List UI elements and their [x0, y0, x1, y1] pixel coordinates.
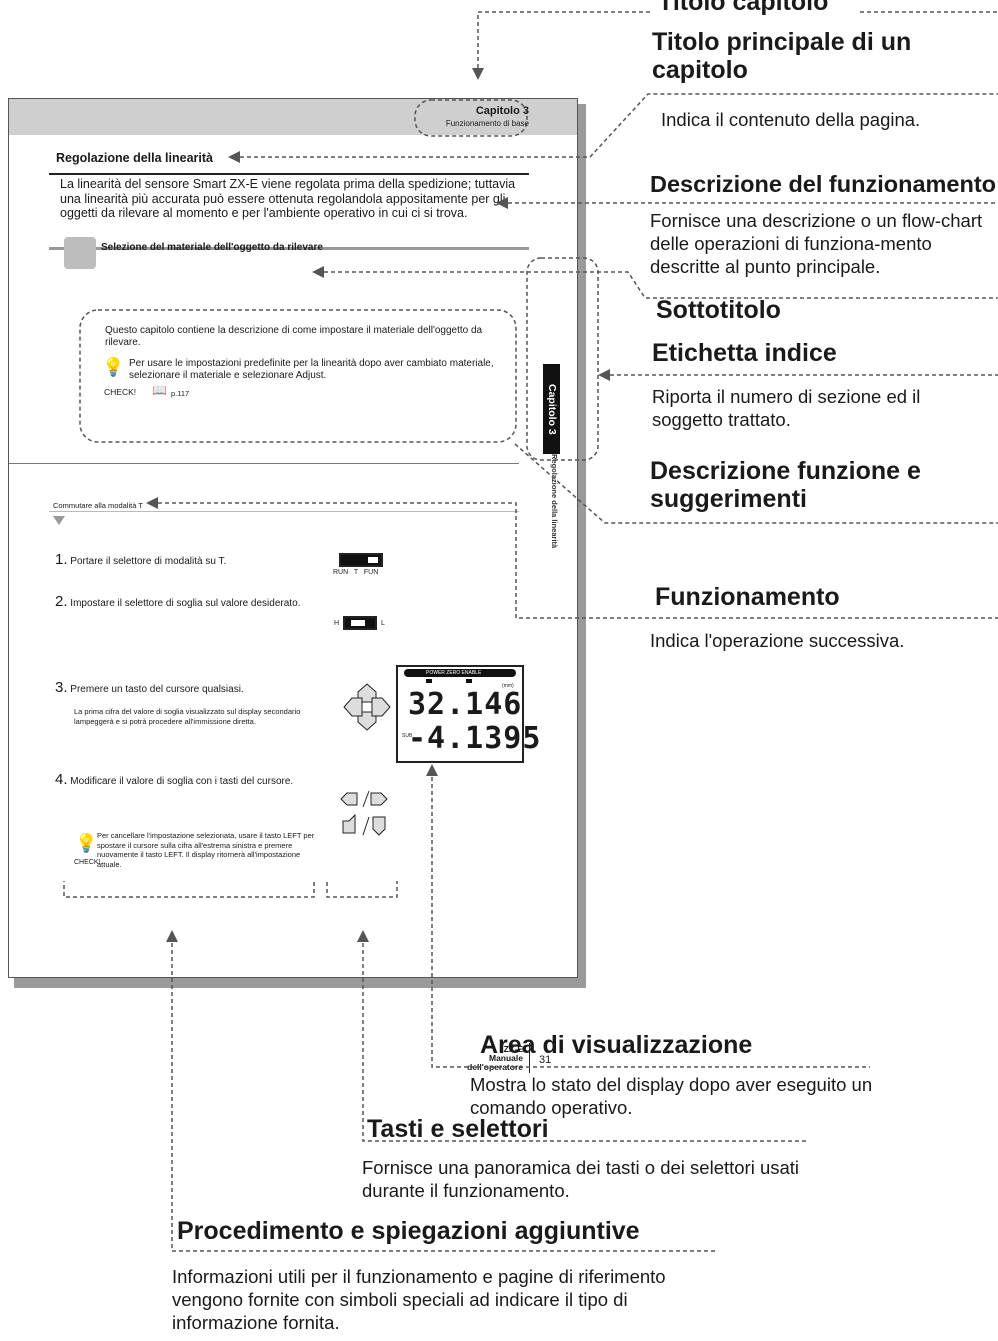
footer-operator: dell'operatore — [467, 1062, 523, 1072]
chapter-number: Capitolo 3 — [475, 105, 529, 117]
annotation-main-title-desc: Indica il contenuto della pagina. — [661, 109, 921, 130]
subtitle: Selezione del materiale dell'oggetto da … — [101, 242, 323, 253]
annotation-index-label-desc: Riporta il numero di sezione ed il sogge… — [652, 386, 921, 430]
threshold-switch-icon — [343, 616, 377, 630]
footer-manual: Manuale — [488, 1053, 523, 1063]
annotation-keys-desc: Fornisce una panoramica dei tasti o dei … — [362, 1157, 800, 1201]
chapter-name: Funzionamento di base — [445, 119, 529, 128]
step-4-number: 4. — [55, 771, 68, 788]
step-1-text: Portare il selettore di modalità su T. — [70, 556, 227, 567]
annotation-keys: Tasti e selettori — [367, 1115, 549, 1143]
left-right-keys-icon — [340, 790, 388, 836]
lcd-indicator — [466, 679, 472, 683]
lightbulb-icon: 💡 — [75, 833, 98, 853]
check-label: CHECK! — [104, 387, 137, 397]
triangle-down-icon — [53, 516, 65, 525]
lightbulb-icon: 💡 — [102, 357, 125, 377]
annotation-main-title: Titolo principale di un capitolo — [652, 28, 912, 84]
operation-rule — [49, 511, 519, 512]
lcd-status-bar: POWER ZERO ENABLE — [404, 669, 516, 677]
tip-text: Questo capitolo contiene la descrizione … — [105, 325, 483, 348]
annotation-subtitle: Sottotitolo — [656, 296, 781, 324]
step-3-text: Premere un tasto del cursore qualsiasi. — [70, 684, 244, 695]
annotation-function-desc: Descrizione del funzionamento — [650, 171, 997, 197]
tab-callout-outline — [526, 257, 599, 461]
annotation-function-desc-text: Fornisce una descrizione o un flow-chart… — [650, 210, 983, 277]
index-tab-subject: Regolazione della linearità — [550, 454, 559, 549]
footer-divider — [529, 1043, 530, 1073]
intro-rule — [49, 247, 529, 250]
annotation-tips: Descrizione funzione e suggerimenti — [650, 457, 921, 513]
lcd-main-value: 32.146 — [408, 687, 523, 722]
cursor-keys-icon — [343, 683, 391, 731]
annotation-procedure-desc: Informazioni utili per il funzionamento … — [172, 1266, 666, 1333]
step-2-text: Impostare il selettore di soglia sul val… — [70, 598, 301, 609]
step-3-number: 3. — [55, 679, 68, 696]
page-header-band — [9, 99, 577, 135]
annotation-operation-desc: Indica l'operazione successiva. — [650, 630, 905, 651]
subtitle-marker — [64, 237, 96, 269]
lcd-indicator — [426, 679, 432, 683]
annotation-chapter-title: Titolo capitolo — [658, 0, 829, 16]
step-1: 1. Portare il selettore di modalità su T… — [55, 551, 227, 568]
display-area: POWER ZERO ENABLE (mm) 32.146 SUB -4.139… — [396, 665, 542, 763]
chapter-callout-outline — [414, 99, 528, 137]
threshold-l-label: L — [381, 620, 385, 627]
tips-callout-outline — [79, 309, 517, 443]
annotation-index-label: Etichetta indice — [652, 339, 837, 367]
page-number: 31 — [539, 1054, 552, 1066]
footer-model: ZX-E — [503, 1044, 523, 1054]
annotation-display-area-desc: Mostra lo stato del display dopo aver es… — [470, 1074, 873, 1118]
lcd-status-text: POWER ZERO ENABLE — [426, 670, 482, 676]
operation-label: Commutare alla modalità T — [53, 501, 143, 510]
lcd-sub-label: SUB — [402, 733, 413, 739]
manual-page: Capitolo 3 Funzionamento di base Regolaz… — [8, 98, 578, 1073]
lcd-unit: (mm) — [502, 683, 514, 689]
book-icon: 📖 — [152, 383, 167, 397]
section-title: Regolazione della linearità — [56, 151, 213, 165]
step-2-number: 2. — [55, 593, 68, 610]
mode-switch-labels: RUN T FUN — [333, 569, 379, 576]
index-tab: Capitolo 3 — [543, 364, 560, 454]
annotation-operation: Funzionamento — [655, 583, 840, 611]
lcd-sub-value: -4.1395 — [408, 721, 542, 756]
step-4-note: Per cancellare l'impostazione selezionat… — [97, 831, 315, 869]
check-label-2: CHECK! — [74, 859, 101, 866]
step-1-number: 1. — [55, 551, 68, 568]
ops-rule — [9, 463, 519, 464]
check-text: Per usare le impostazioni predefinite pe… — [129, 358, 494, 381]
step-2: 2. Impostare il selettore di soglia sul … — [55, 593, 315, 610]
step-4: 4. Modificare il valore di soglia con i … — [55, 771, 315, 788]
step-3: 3. Premere un tasto del cursore qualsias… — [55, 679, 244, 696]
section-rule — [49, 173, 529, 175]
intro-text: La linearità del sensore Smart ZX-E vien… — [60, 177, 516, 220]
procedure-bracket — [63, 879, 315, 898]
step-4-text: Modificare il valore di soglia con i tas… — [70, 776, 294, 787]
annotation-display-area: Area di visualizzazione — [480, 1031, 753, 1059]
keys-bracket — [326, 879, 398, 898]
check-ref: p.117 — [171, 389, 190, 398]
step-3-note: La prima cifra del valore di soglia visu… — [74, 707, 301, 726]
footer-title: ZX-E Manuale dell'operatore — [455, 1045, 523, 1072]
threshold-h-label: H — [334, 620, 340, 627]
annotation-procedure: Procedimento e spiegazioni aggiuntive — [177, 1217, 640, 1245]
mode-switch-icon — [339, 553, 383, 567]
